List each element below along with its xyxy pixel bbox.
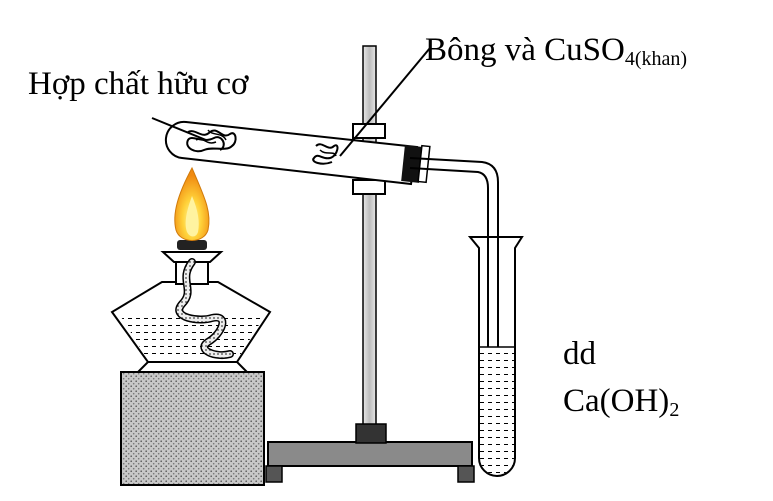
alcohol-lamp-icon (110, 240, 272, 373)
cotton-label-text: Bông và CuSO (425, 32, 625, 68)
solution-label-line1: dd (563, 336, 596, 372)
cotton-label-subscript: 4(khan) (624, 48, 688, 70)
retort-stand-icon (265, 45, 475, 483)
caoh-label-subscript: 2 (669, 399, 680, 421)
organic-compound-label: Hợp chất hữu cơ (28, 66, 249, 102)
organic-pointer (151, 117, 207, 141)
delivery-tube (409, 157, 499, 440)
cotton-pointer (339, 47, 431, 157)
reaction-tube (164, 120, 431, 186)
calcium-hydroxide-label: Ca(OH)2 (563, 383, 680, 421)
caoh-label-text: Ca(OH) (563, 383, 670, 419)
burner-pedestal (120, 371, 265, 486)
cotton-cuso4-label: Bông và CuSO4(khan) (425, 32, 688, 70)
test-tube-icon (467, 236, 524, 477)
flame-icon (174, 166, 210, 241)
